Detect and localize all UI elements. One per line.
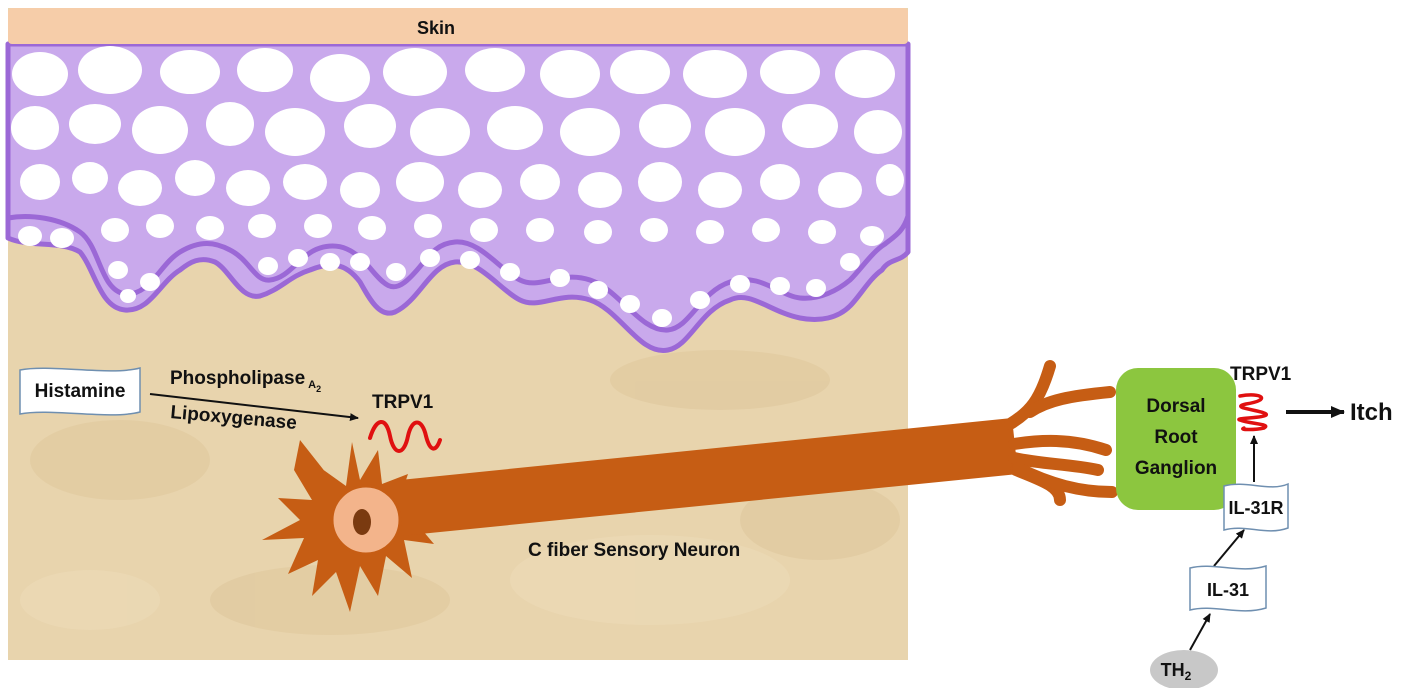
itch-label: Itch [1350,399,1393,426]
il31r-label: IL-31R [1228,498,1283,518]
neuron-label: C fiber Sensory Neuron [528,540,740,561]
il31-label: IL-31 [1207,580,1249,600]
ganglion-label-line-1: Dorsal [1146,396,1205,417]
trpv1-right-receptor [1239,395,1266,430]
trpv1-right-label: TRPV1 [1230,364,1292,385]
ganglion-label-line-2: Root [1154,427,1198,448]
skin-band [8,8,908,44]
neuron-nucleus [353,509,371,535]
th2-to-il31-arrow [1190,614,1210,650]
skin-label: Skin [417,18,455,38]
axon-terminal-branches [1010,366,1112,500]
trpv1-left-label: TRPV1 [372,392,434,413]
histamine-label: Histamine [35,381,126,402]
il31-to-il31r-arrow [1214,530,1244,566]
ganglion-label-line-3: Ganglion [1135,458,1217,479]
